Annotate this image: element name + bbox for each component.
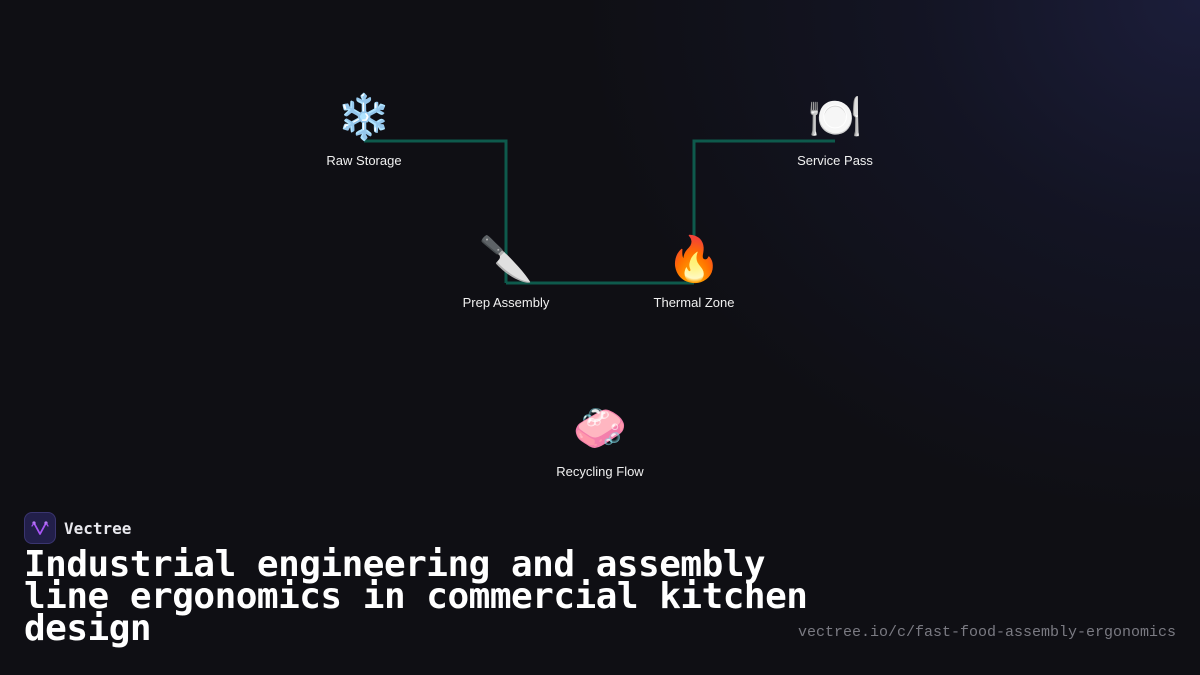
- node-prep-assembly[interactable]: 🔪 Prep Assembly: [436, 234, 576, 311]
- node-raw-storage[interactable]: ❄️ Raw Storage: [294, 92, 434, 169]
- soap-icon: 🧼: [572, 403, 628, 454]
- node-recycling-flow[interactable]: 🧼 Recycling Flow: [530, 403, 670, 480]
- node-label: Thermal Zone: [653, 295, 735, 310]
- node-label: Service Pass: [797, 153, 873, 168]
- plate-cutlery-icon: 🍽️: [807, 92, 863, 143]
- brand-name: Vectree: [64, 518, 132, 538]
- node-label: Raw Storage: [326, 153, 402, 168]
- flow-line-storage-to-prep: [364, 139, 508, 283]
- node-label: Prep Assembly: [462, 295, 550, 310]
- brand[interactable]: Vectree: [24, 512, 131, 544]
- node-service-pass[interactable]: 🍽️ Service Pass: [765, 92, 905, 169]
- knife-icon: 🔪: [478, 234, 534, 285]
- node-thermal-zone[interactable]: 🔥 Thermal Zone: [624, 234, 764, 311]
- fire-icon: 🔥: [666, 234, 722, 285]
- page-url[interactable]: vectree.io/c/fast-food-assembly-ergonomi…: [797, 624, 1176, 641]
- page-title: Industrial engineering and assembly line…: [24, 544, 808, 649]
- flow-line-thermal-to-service: [692, 139, 835, 283]
- node-label: Recycling Flow: [556, 464, 644, 479]
- snowflake-icon: ❄️: [336, 92, 392, 143]
- vectree-logo-icon: [24, 512, 56, 544]
